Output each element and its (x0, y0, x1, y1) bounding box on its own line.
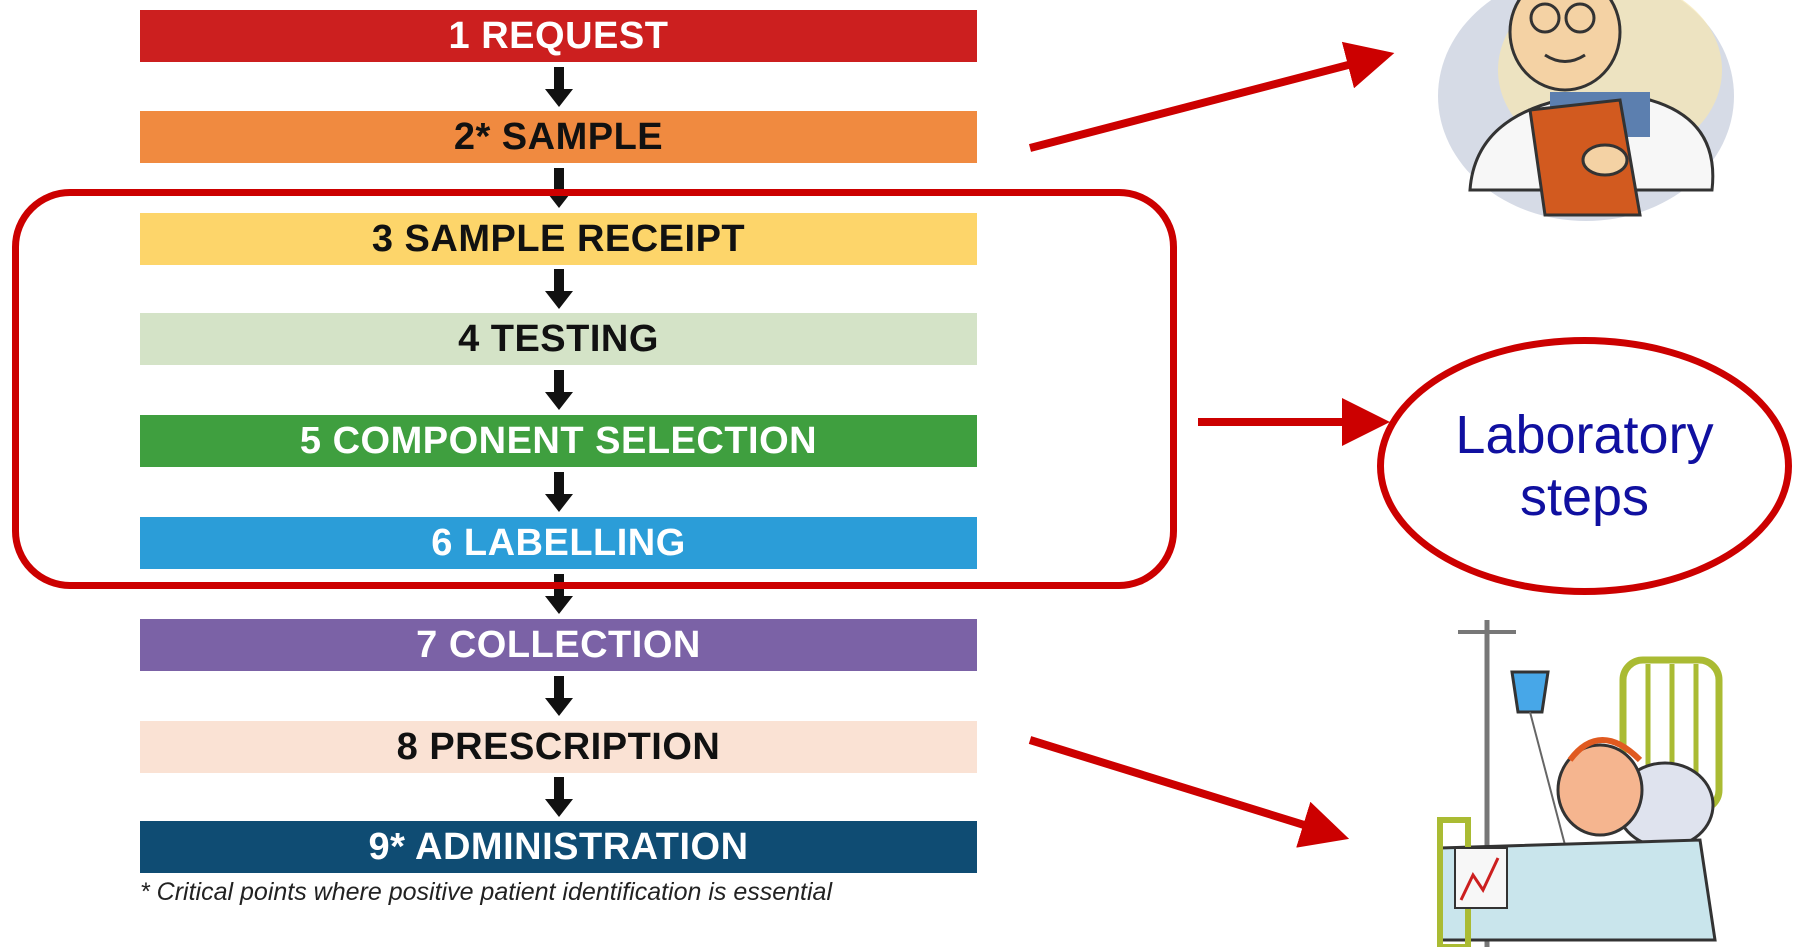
flow-step-label: 8 PRESCRIPTION (396, 725, 721, 768)
flow-down-arrow (545, 370, 573, 410)
prescription-to-patient-arrow (1028, 736, 1350, 848)
flow-step-label: 9* ADMINISTRATION (368, 825, 749, 868)
flow-down-arrow (545, 676, 573, 716)
footnote: * Critical points where positive patient… (140, 878, 833, 906)
flow-down-arrow (545, 472, 573, 512)
flow-step-7: 7 COLLECTION (140, 619, 977, 671)
flow-step-label: 1 REQUEST (448, 14, 669, 57)
flow-step-8: 8 PRESCRIPTION (140, 721, 977, 773)
flow-down-arrow (545, 269, 573, 309)
flow-step-label: 4 TESTING (458, 317, 659, 360)
flow-step-label: 2* SAMPLE (453, 115, 664, 158)
flow-step-4: 4 TESTING (140, 313, 977, 365)
flow-step-3: 3 SAMPLE RECEIPT (140, 213, 977, 265)
flow-step-2: 2* SAMPLE (140, 111, 977, 163)
flow-down-arrow (545, 66, 573, 107)
sample-to-doctor-arrow (1028, 41, 1395, 152)
flow-down-arrow (545, 168, 573, 208)
flow-step-6: 6 LABELLING (140, 517, 977, 569)
flow-step-9: 9* ADMINISTRATION (140, 821, 977, 873)
laboratory-steps-callout: Laboratory steps (1377, 337, 1792, 595)
patient-icon (1437, 620, 1723, 947)
doctor-icon (1438, 0, 1734, 221)
laboratory-steps-label: Laboratory steps (1455, 404, 1714, 527)
flow-down-arrow (545, 574, 573, 614)
flow-down-arrow (545, 777, 573, 817)
laboratory-steps-frame (12, 189, 1177, 589)
flow-step-label: 6 LABELLING (431, 521, 686, 564)
flow-step-1: 1 REQUEST (140, 10, 977, 62)
flow-step-label: 5 COMPONENT SELECTION (299, 419, 818, 462)
flow-step-label: 7 COLLECTION (416, 623, 701, 666)
flow-step-label: 3 SAMPLE RECEIPT (371, 217, 746, 260)
flow-step-5: 5 COMPONENT SELECTION (140, 415, 977, 467)
